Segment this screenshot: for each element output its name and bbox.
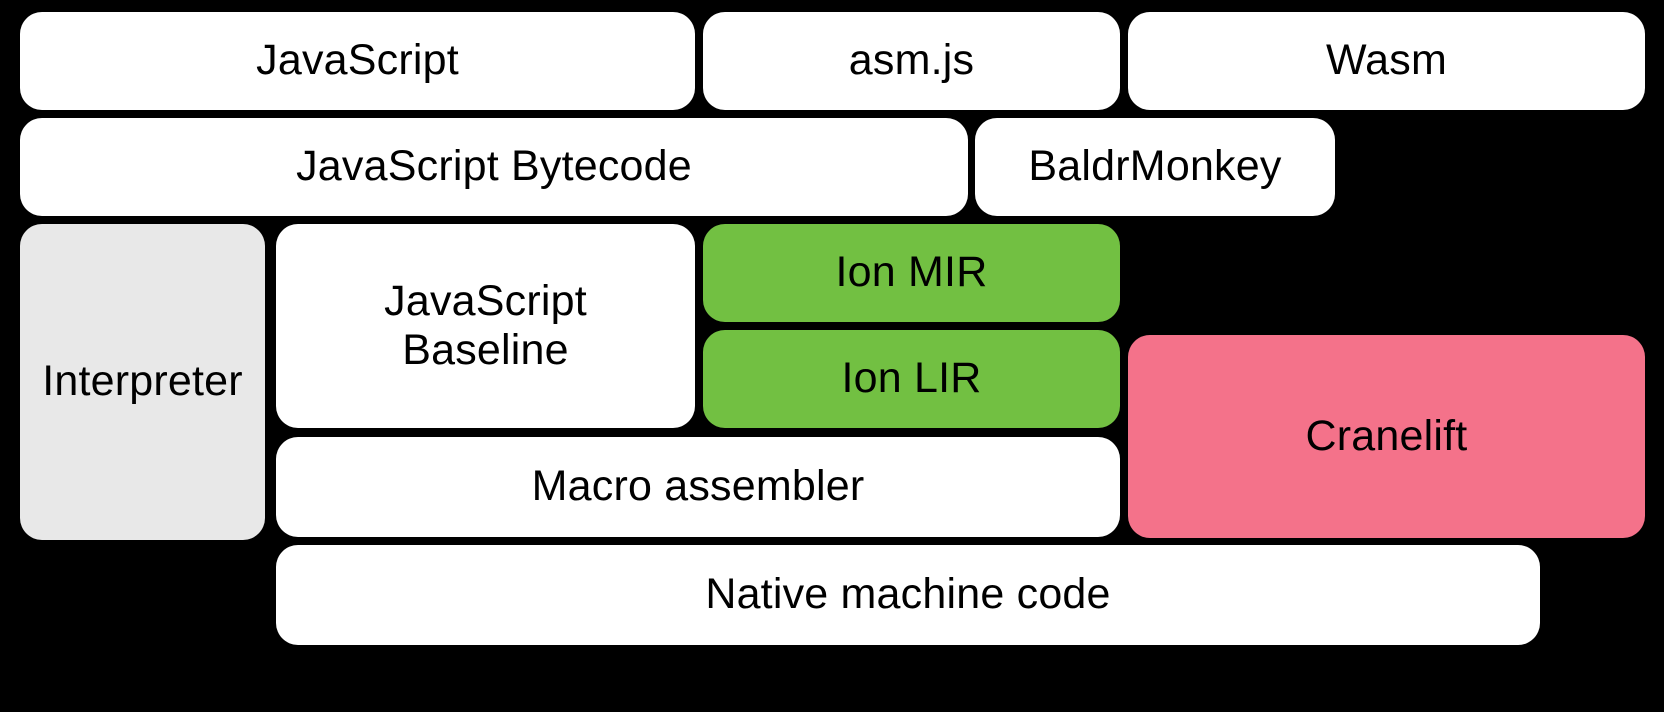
node-ion-mir: Ion MIR	[703, 224, 1120, 322]
node-ion-lir: Ion LIR	[703, 330, 1120, 428]
node-javascript: JavaScript	[20, 12, 695, 110]
node-asm-js: asm.js	[703, 12, 1120, 110]
node-native-machine-code: Native machine code	[276, 545, 1540, 645]
node-interpreter: Interpreter	[20, 224, 265, 540]
node-wasm: Wasm	[1128, 12, 1645, 110]
node-javascript-bytecode: JavaScript Bytecode	[20, 118, 968, 216]
node-cranelift: Cranelift	[1128, 335, 1645, 538]
node-baldrmonkey: BaldrMonkey	[975, 118, 1335, 216]
node-macro-assembler: Macro assembler	[276, 437, 1120, 537]
node-javascript-baseline: JavaScript Baseline	[276, 224, 695, 428]
